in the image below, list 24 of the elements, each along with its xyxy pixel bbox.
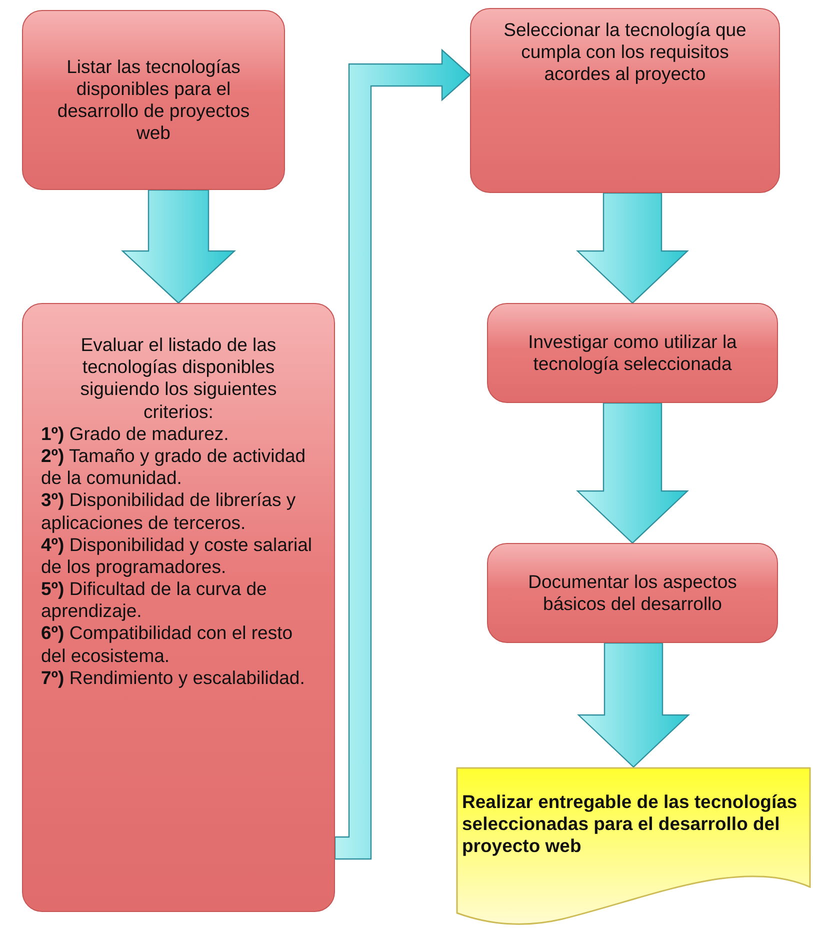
criterion-item: 3º) Disponibilidad de librerías y aplicaciones de terceros.: [41, 489, 297, 534]
block-arrow: [577, 642, 690, 768]
document-shape: [456, 767, 811, 927]
block-arrow: [334, 48, 471, 860]
process-box: [22, 303, 335, 912]
process-box: [22, 10, 285, 190]
criterion-item: 2º) Tamaño y grado de actividad de la comunidad.: [41, 444, 307, 490]
process-box: [487, 543, 778, 643]
criterion-item: 6º) Compatibilidad con el resto del ecosistema.: [41, 622, 294, 667]
step-text: Seleccionar la tecnología que cumpla con los requisitos acordes al proyecto: [502, 19, 748, 86]
step-text: Documentar los aspectos básicos del desarrollo: [527, 570, 738, 616]
process-box: [487, 303, 778, 403]
block-arrow: [120, 189, 236, 304]
criterion-item: 1º) Grado de madurez.: [41, 422, 230, 445]
criterion-item: 5º) Dificultad de la curva de aprendizaje.: [41, 578, 268, 622]
step-text: Listar las tecnologías disponibles para el desarrollo de proyectos web: [56, 56, 251, 144]
step-text: Investigar como utilizar la tecnología seleccionada: [527, 330, 738, 376]
step-text: Realizar entregable de las tecnologías seleccionadas para el desarrollo del proyecto web: [462, 791, 798, 858]
criterion-item: 4º) Disponibilidad y coste salarial de los programadores.: [41, 534, 314, 578]
block-arrow: [576, 192, 689, 304]
criterion-item: 7º) Rendimiento y escalabilidad.: [41, 666, 306, 689]
process-box: [470, 8, 780, 193]
heading-text: Evaluar el listado de las tecnologías disponibles siguiendo los siguientes criterios:: [79, 334, 278, 423]
block-arrow: [576, 402, 689, 544]
